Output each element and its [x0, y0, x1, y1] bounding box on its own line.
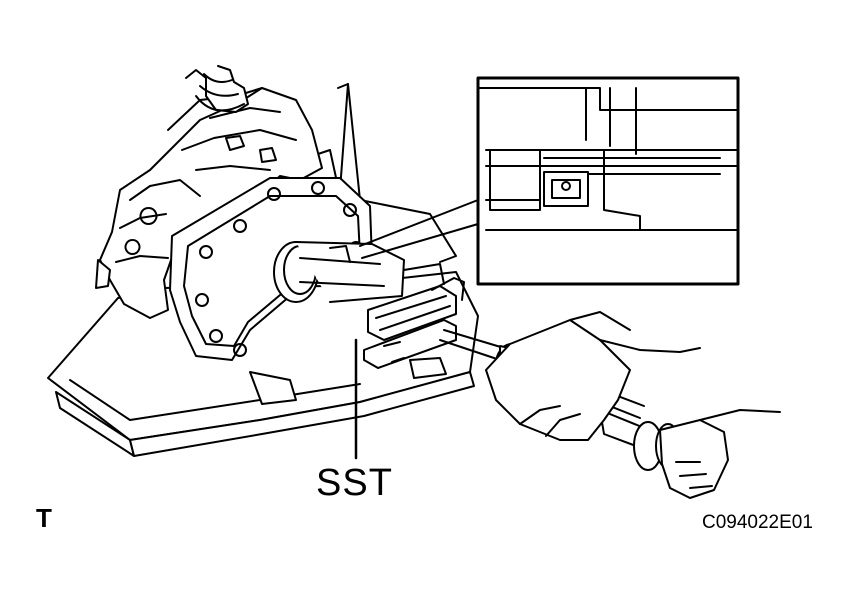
puller-head [273, 241, 405, 303]
corner-mark: T [36, 503, 52, 533]
sst-slide-hammer-frame [363, 263, 465, 369]
sst-label: SST [316, 462, 393, 504]
inset-callout-lines [359, 199, 479, 259]
figure-code: C094022E01 [702, 512, 813, 533]
detail-inset [476, 76, 740, 286]
hands [485, 311, 781, 499]
shift-lever-boot [185, 65, 249, 113]
